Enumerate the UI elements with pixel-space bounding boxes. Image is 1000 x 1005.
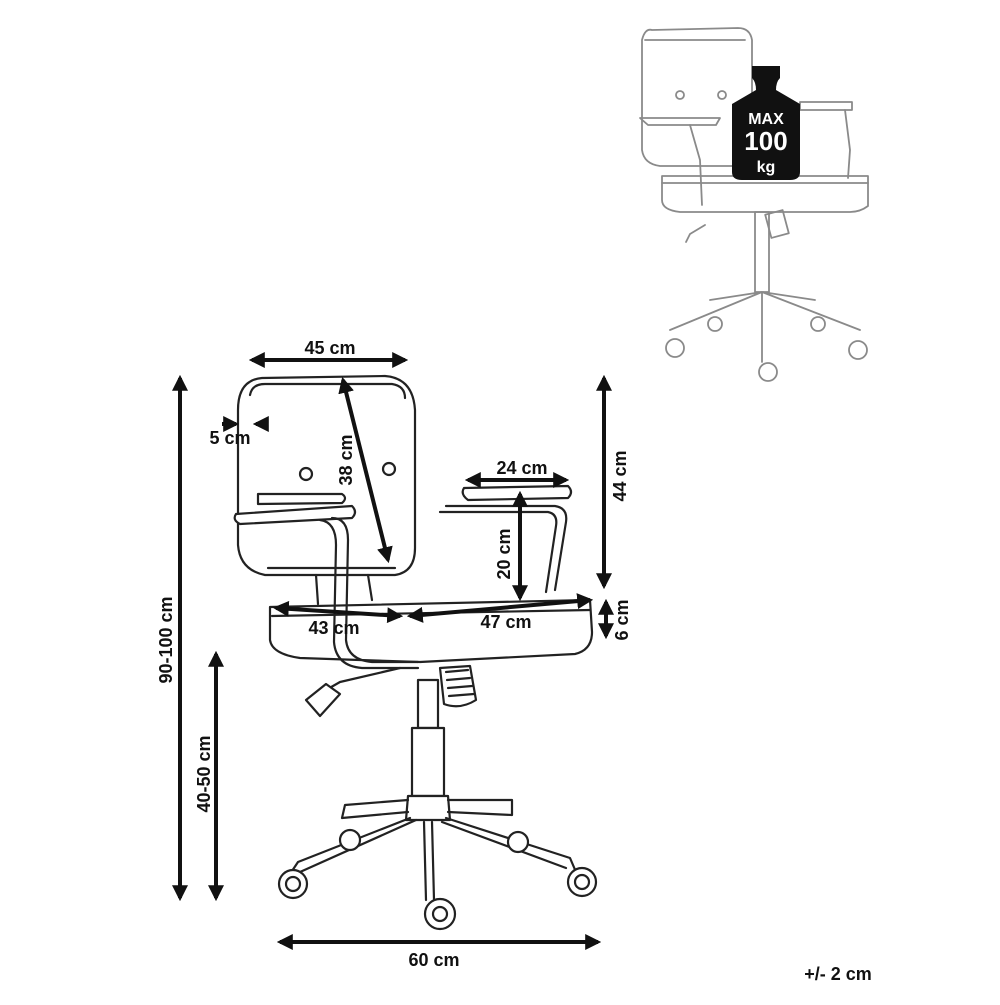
- dim-label-seat-thickness: 6 cm: [612, 599, 632, 640]
- reference-chair-illustration: [639, 27, 869, 382]
- dim-label-back-frame: 5 cm: [209, 428, 250, 448]
- dim-label-armrest-height: 20 cm: [494, 528, 514, 579]
- dim-label-arm-to-top: 44 cm: [610, 450, 630, 501]
- dim-label-seat-back-width: 45 cm: [304, 338, 355, 358]
- badge-unit-text: kg: [757, 159, 776, 176]
- dimension-arrows: [172, 352, 614, 950]
- tolerance-note: +/- 2 cm: [804, 964, 872, 984]
- badge-value-text: 100: [744, 126, 787, 156]
- dim-label-base-width: 60 cm: [408, 950, 459, 970]
- max-weight-badge: MAX 100 kg: [732, 66, 800, 180]
- dim-label-seat-width: 47 cm: [480, 612, 531, 632]
- dim-label-armrest-length: 24 cm: [496, 458, 547, 478]
- dim-label-back-height: 38 cm: [336, 434, 356, 485]
- dim-label-seat-height: 40-50 cm: [194, 735, 214, 812]
- dim-label-total-height: 90-100 cm: [156, 596, 176, 683]
- badge-max-text: MAX: [748, 111, 784, 128]
- dim-label-seat-depth: 43 cm: [308, 618, 359, 638]
